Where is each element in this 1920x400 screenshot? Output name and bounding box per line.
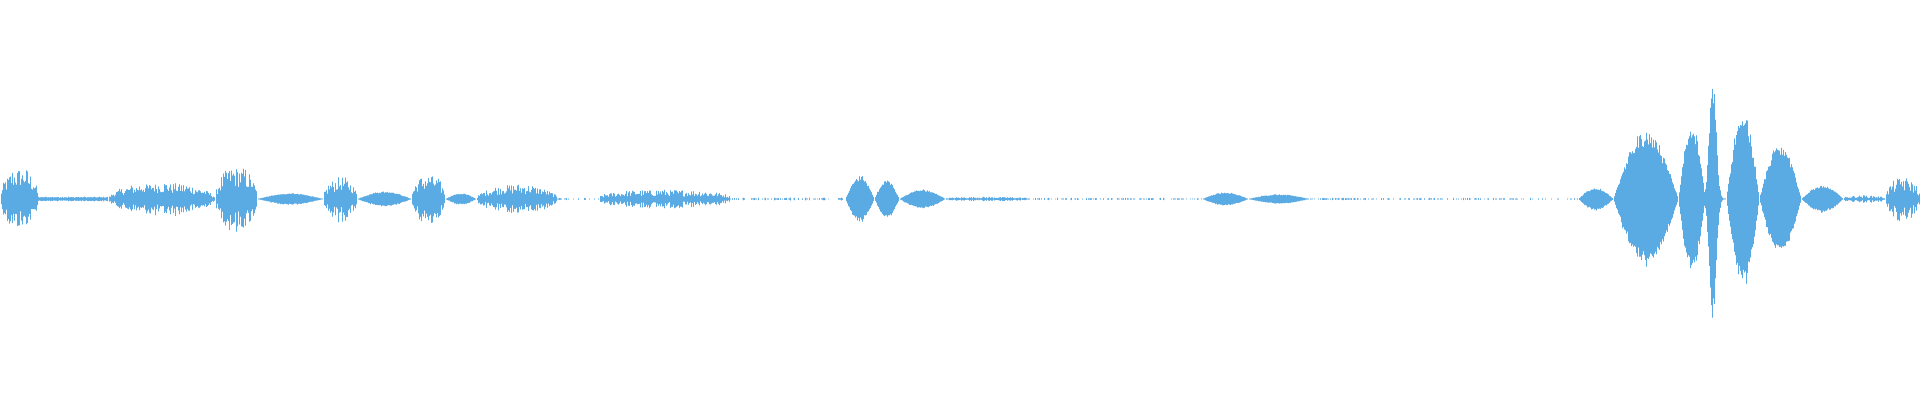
waveform-samples [1, 88, 1920, 318]
waveform-trace [1, 88, 1920, 318]
